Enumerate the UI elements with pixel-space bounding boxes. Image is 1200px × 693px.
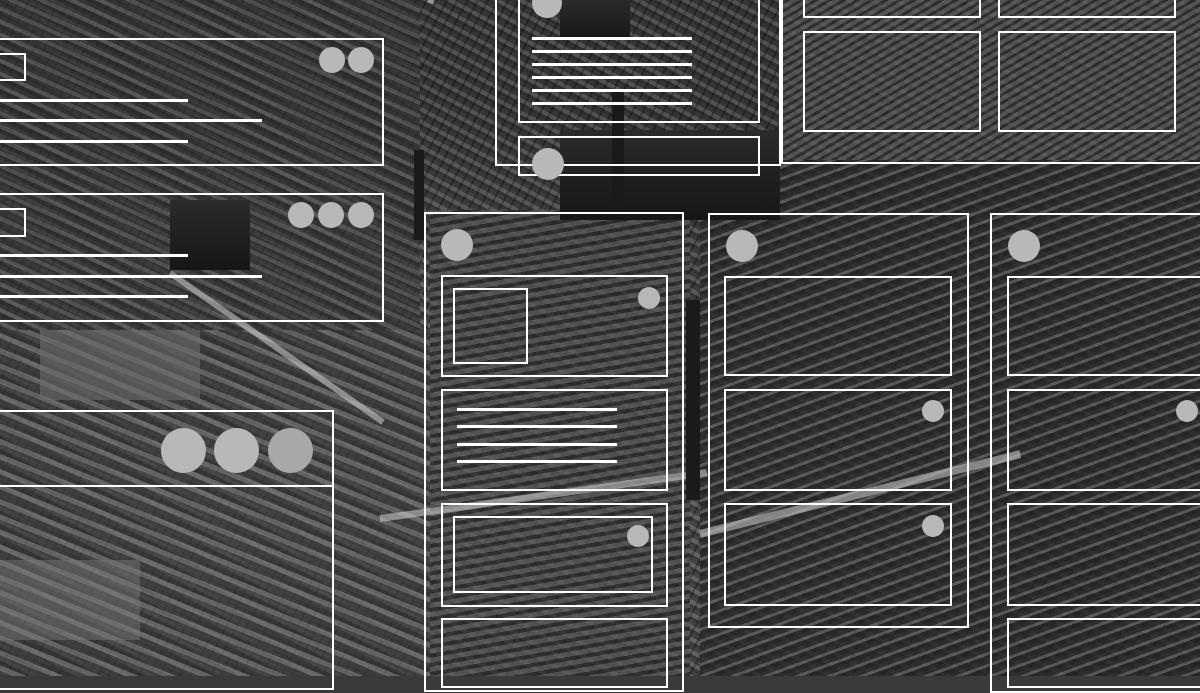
text-line-placeholder <box>0 119 262 122</box>
chimney <box>612 90 624 210</box>
text-line-placeholder <box>0 99 188 102</box>
text-line-placeholder <box>532 63 692 66</box>
placeholder-dot-icon <box>268 428 313 473</box>
placeholder-dot-icon <box>638 287 660 309</box>
list-card <box>1007 389 1200 491</box>
text-line-placeholder <box>532 50 692 53</box>
text-line-placeholder <box>532 102 692 105</box>
list-card <box>441 618 668 688</box>
grid-cell <box>803 0 981 18</box>
mill-building <box>560 0 630 40</box>
panel-divider <box>0 485 332 487</box>
list-card <box>724 503 952 606</box>
placeholder-dot-icon <box>1176 400 1198 422</box>
text-line-placeholder <box>532 76 692 79</box>
placeholder-dot-icon <box>214 428 259 473</box>
text-line-placeholder <box>457 443 617 446</box>
chimney <box>414 150 424 240</box>
placeholder-dot-icon <box>532 148 564 180</box>
yard-patch <box>0 560 140 640</box>
list-card <box>1007 503 1200 606</box>
chimney <box>686 300 700 500</box>
text-line-placeholder <box>0 140 188 143</box>
list-card <box>1007 276 1200 376</box>
list-card <box>724 276 952 376</box>
yard-patch <box>40 330 200 400</box>
text-line-placeholder <box>0 275 262 278</box>
window-inner-frame <box>518 0 760 123</box>
text-line-placeholder <box>457 460 617 463</box>
list-card <box>724 389 952 491</box>
list-card <box>441 503 668 607</box>
text-line-placeholder <box>457 425 617 428</box>
text-line-placeholder <box>0 254 188 257</box>
grid-cell <box>998 31 1176 132</box>
placeholder-dot-icon <box>922 515 944 537</box>
placeholder-dot-icon <box>319 47 345 73</box>
list-card <box>441 275 668 377</box>
card-thumbnail-placeholder <box>0 53 26 81</box>
window-footer-frame <box>518 136 760 176</box>
card-frame <box>0 38 384 166</box>
mill-building <box>170 200 250 270</box>
placeholder-dot-icon <box>532 0 562 18</box>
list-card <box>441 389 668 491</box>
placeholder-dot-icon <box>318 202 344 228</box>
placeholder-dot-icon <box>922 400 944 422</box>
grid-cell <box>803 31 981 132</box>
card-frame <box>0 193 384 322</box>
grid-frame <box>781 0 1200 164</box>
list-card-inner <box>453 516 653 593</box>
column-frame <box>708 213 969 628</box>
rooftops-patch <box>780 0 1200 160</box>
placeholder-dot-icon <box>348 202 374 228</box>
window-frame <box>495 0 781 166</box>
placeholder-dot-icon <box>348 47 374 73</box>
placeholder-dot-icon <box>1008 230 1040 262</box>
text-line-placeholder <box>532 89 692 92</box>
list-card <box>1007 618 1200 688</box>
card-thumbnail-placeholder <box>0 208 26 237</box>
placeholder-dot-icon <box>288 202 314 228</box>
road <box>427 0 450 5</box>
placeholder-dot-icon <box>441 229 473 261</box>
placeholder-dot-icon <box>726 230 758 262</box>
card-thumbnail-placeholder <box>453 288 528 364</box>
text-line-placeholder <box>457 408 617 411</box>
text-line-placeholder <box>532 37 692 40</box>
placeholder-dot-icon <box>627 525 649 547</box>
grid-cell <box>998 0 1176 18</box>
text-line-placeholder <box>0 295 188 298</box>
placeholder-dot-icon <box>161 428 206 473</box>
